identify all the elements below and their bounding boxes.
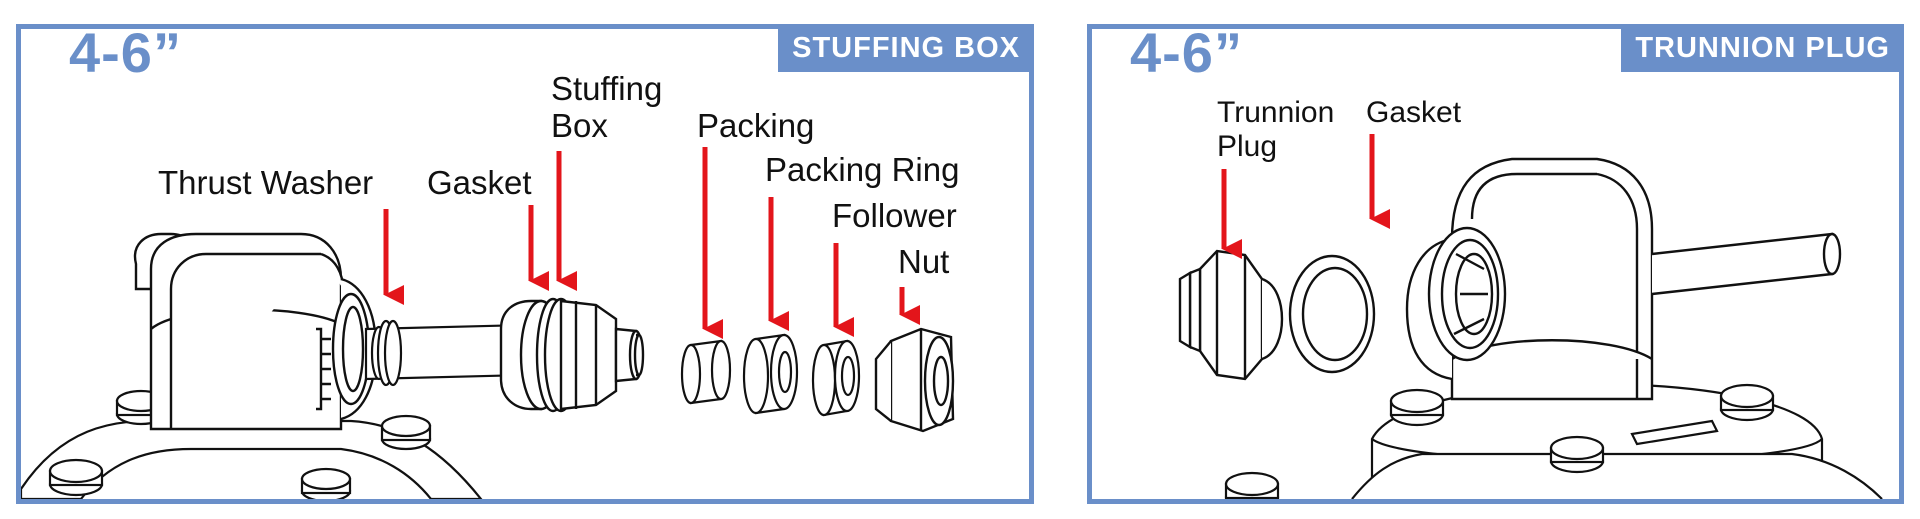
packing xyxy=(680,339,732,405)
trunnion-housing xyxy=(133,232,378,431)
trunnion-plug-drawing: Trunnion Plug Gasket xyxy=(1178,96,1883,499)
label-stuffing-box-line2: Box xyxy=(551,107,608,144)
trunnion-plug xyxy=(1178,249,1284,381)
label-stuffing-box-line1: Stuffing xyxy=(551,70,662,107)
panel-title: STUFFING BOX xyxy=(778,29,1029,72)
panel-title: TRUNNION PLUG xyxy=(1621,29,1899,72)
nut xyxy=(874,327,955,433)
valve-base xyxy=(1224,382,1883,499)
label-trunnion-plug-line2: Plug xyxy=(1217,130,1277,163)
label-follower: Follower xyxy=(832,197,957,234)
stuffing-box-assembly xyxy=(499,297,645,413)
valve-body xyxy=(21,389,483,499)
label-gasket: Gasket xyxy=(427,164,532,201)
label-nut: Nut xyxy=(898,243,949,280)
label-packing-ring: Packing Ring xyxy=(765,151,959,188)
label-trunnion-plug-line1: Trunnion xyxy=(1217,96,1334,129)
trunnion-housing xyxy=(1405,157,1842,401)
gasket xyxy=(1288,254,1376,374)
size-label: 4-6” xyxy=(59,29,192,83)
callout-arrows xyxy=(383,147,920,339)
label-gasket: Gasket xyxy=(1366,96,1462,129)
callout-arrows xyxy=(1221,134,1390,259)
stuffing-box-panel: 4-6” STUFFING BOX xyxy=(16,24,1034,504)
trunnion-plug-panel: 4-6” TRUNNION PLUG xyxy=(1087,24,1904,504)
follower xyxy=(811,339,861,417)
packing-ring xyxy=(742,333,799,415)
label-thrust-washer: Thrust Washer xyxy=(158,164,373,201)
size-label: 4-6” xyxy=(1120,29,1253,83)
thrust-washer xyxy=(376,319,403,387)
stuffing-box-drawing: Thrust Washer Gasket Stuffing Box Packin… xyxy=(21,70,959,499)
label-packing: Packing xyxy=(697,107,814,144)
